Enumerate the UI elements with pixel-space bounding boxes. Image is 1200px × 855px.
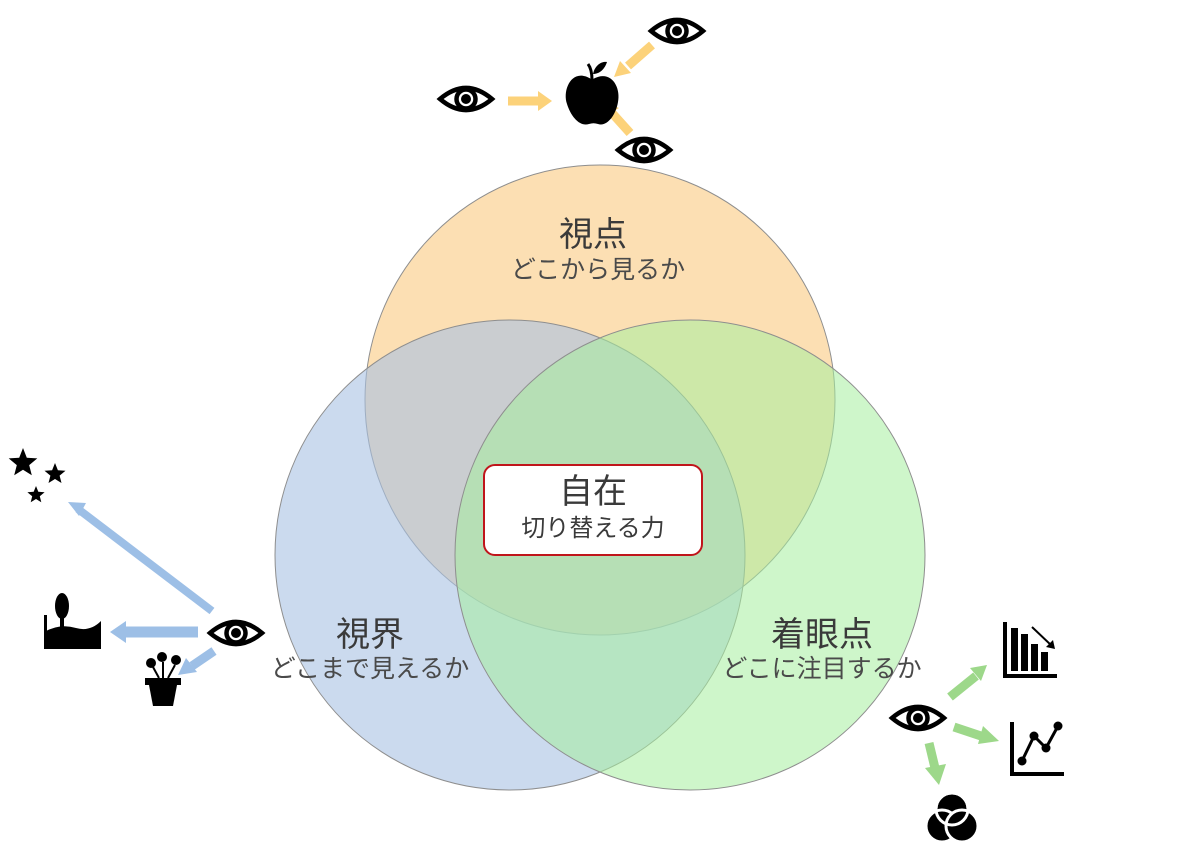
arrow [614,41,655,77]
field-title: 視界 [336,615,404,655]
focus-title: 着眼点 [771,615,873,655]
focus-illustration [892,622,1064,844]
viewpoint-subtitle: どこから見るか [511,255,685,284]
field-illustration [8,448,262,706]
stars-icon [8,448,66,503]
arrow [924,741,946,785]
eye-icon [440,88,492,110]
eye-icon [210,622,262,644]
focus-subtitle: どこに注目するか [722,654,921,683]
eye-icon [651,20,703,42]
arrow [110,621,198,643]
landscape-icon [44,593,101,649]
field-subtitle: どこまで見えるか [271,654,470,683]
arrow [947,665,987,701]
arrow [508,91,552,111]
eye-icon [618,139,670,161]
apple-icon [565,61,619,125]
arrow [952,722,999,744]
arrow [178,647,217,675]
venn-icon [924,791,980,844]
center-title: 自在 [559,472,627,512]
viewpoint-illustration [440,20,703,161]
center-box: 自在 切り替える力 [483,464,703,556]
flower-pot-icon [145,652,181,706]
bar-chart-icon [1003,622,1057,678]
viewpoint-title: 視点 [559,215,627,255]
eye-icon [892,707,944,729]
line-chart-icon [1010,721,1064,776]
center-subtitle: 切り替える力 [521,514,665,542]
arrow [68,502,215,615]
